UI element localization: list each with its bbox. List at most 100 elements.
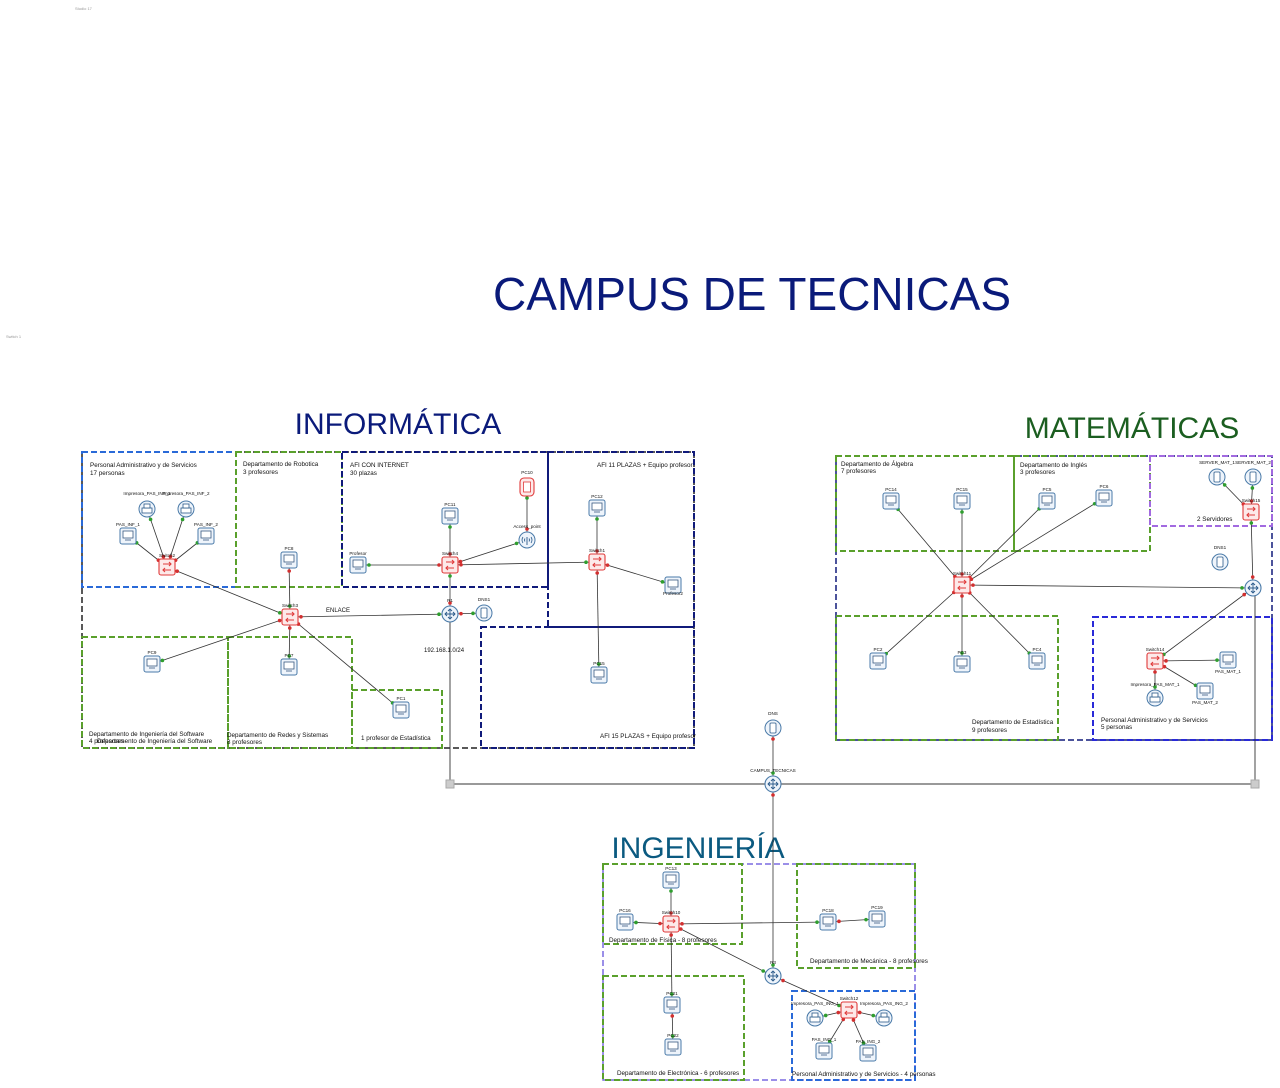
router-node[interactable] xyxy=(1244,579,1262,597)
zone-estadistica-mat xyxy=(835,615,1059,741)
zone-label: 9 profesores xyxy=(972,727,1007,734)
pc-node[interactable]: PC14 xyxy=(882,487,900,510)
switch-arrows-icon xyxy=(844,1004,854,1016)
link-endpoint-marker xyxy=(458,559,463,564)
pc-node[interactable]: PC8 xyxy=(280,546,298,569)
switch-node[interactable]: Switch1 xyxy=(588,548,606,571)
server-node[interactable]: DNS xyxy=(764,711,782,737)
pc-node[interactable]: PC12 xyxy=(588,494,606,517)
switch-node[interactable]: Switch12 xyxy=(840,996,859,1019)
pc-node[interactable]: PAS_ING_1 xyxy=(812,1037,837,1060)
pc-node[interactable]: Profesor xyxy=(349,551,367,574)
server-node[interactable]: SERVER_MAT_2 xyxy=(1235,460,1271,486)
tablet-node[interactable]: PC10 xyxy=(519,470,535,497)
monitor-icon xyxy=(593,669,605,678)
zone-label: 5 personas xyxy=(1101,724,1132,731)
pc-node[interactable]: PAS_MAT_1 xyxy=(1215,651,1241,674)
node-label: R1 xyxy=(447,598,453,603)
pc-node[interactable]: Profesor2 xyxy=(663,576,683,596)
node-layer: Impresora_PAS_INF_1Impresora_PAS_INF_2PA… xyxy=(116,460,1271,1062)
router-node[interactable]: CAMPUS_TECNICAS xyxy=(750,768,796,793)
link-endpoint-marker xyxy=(1242,592,1246,597)
printer-body-icon xyxy=(878,1016,890,1023)
link-endpoint-marker xyxy=(437,563,441,567)
link-endpoint-marker xyxy=(857,1010,862,1015)
link-endpoint-marker xyxy=(595,571,599,575)
router-arrows-icon xyxy=(767,970,779,982)
pc-node[interactable]: PC21 xyxy=(663,991,681,1014)
link-connector xyxy=(445,779,455,789)
router-node[interactable]: R3 xyxy=(764,960,782,985)
switch-node[interactable]: Switch15 xyxy=(1242,498,1261,521)
link-endpoint-marker xyxy=(815,920,819,924)
link-endpoint-marker xyxy=(288,604,292,608)
printer-node[interactable]: Impresora_PAS_INF_1 xyxy=(123,491,171,518)
network-link xyxy=(151,616,291,665)
switch-arrows-icon xyxy=(1150,655,1160,667)
link-endpoint-marker xyxy=(1249,499,1254,503)
pc-node[interactable]: PC15 xyxy=(590,661,608,684)
monitor-icon xyxy=(122,530,134,539)
printer-node[interactable]: Impresora_PAS_ING_1 xyxy=(791,1001,839,1027)
informatica-zones xyxy=(81,451,695,749)
pc-node[interactable]: PC1 xyxy=(392,696,410,719)
pc-node[interactable]: PC16 xyxy=(616,908,634,931)
pc-node[interactable]: PC13 xyxy=(662,866,680,889)
router-node[interactable]: R1 xyxy=(441,598,459,623)
pc-node[interactable]: PAS_ING_2 xyxy=(856,1039,881,1062)
monitor-icon xyxy=(822,916,834,925)
printer-node[interactable]: Impresora_PAS_INF_2 xyxy=(162,491,210,518)
switch-icon xyxy=(662,915,680,933)
pc-node[interactable]: PC3 xyxy=(953,650,971,673)
pc-node[interactable]: PC4 xyxy=(1028,647,1046,670)
zone-redes xyxy=(227,636,353,749)
switch-arrows-icon xyxy=(1246,506,1256,518)
switch-icon xyxy=(1242,503,1260,521)
switch-node[interactable]: Switch10 xyxy=(662,910,681,933)
pc-node[interactable]: PAS_INF_2 xyxy=(194,522,218,545)
pc-node[interactable]: PC22 xyxy=(664,1033,682,1056)
pc-node[interactable]: PAS_MAT_2 xyxy=(1192,682,1218,705)
node-label: PAS_INF_1 xyxy=(116,522,140,527)
switch-icon xyxy=(441,556,459,574)
printer-node[interactable]: Impresora_PAS_MAT_1 xyxy=(1130,682,1180,707)
switch-node[interactable]: Switch3 xyxy=(281,603,299,626)
link-endpoint-marker xyxy=(514,541,519,546)
ap-node[interactable]: Access_point xyxy=(513,524,541,549)
pc-node[interactable]: PAS_INF_1 xyxy=(116,522,140,545)
monitor-icon xyxy=(1222,654,1234,663)
pc-node[interactable]: PC19 xyxy=(868,905,886,928)
node-label: PC11 xyxy=(444,502,456,507)
pc-node[interactable]: PC6 xyxy=(1095,484,1113,507)
printer-node[interactable]: Impresora_PAS_ING_2 xyxy=(860,1001,908,1027)
zone-pas-matematicas xyxy=(1092,616,1273,741)
pc-node[interactable]: PC7 xyxy=(280,653,298,676)
server-node[interactable]: SERVER_MAT_1 xyxy=(1199,460,1235,486)
pc-node[interactable]: PC9 xyxy=(143,650,161,673)
network-link xyxy=(1154,587,1254,662)
link-endpoint-marker xyxy=(669,933,673,937)
pc-node[interactable]: PC11 xyxy=(441,502,459,525)
network-link xyxy=(961,497,1105,586)
monitor-icon xyxy=(591,502,603,511)
switch-node[interactable]: Switch4 xyxy=(441,551,459,574)
pc-node[interactable]: PC18 xyxy=(819,908,837,931)
switch-node[interactable]: Switch2 xyxy=(158,553,176,576)
switch-icon xyxy=(281,608,299,626)
node-label: SERVER_MAT_1 xyxy=(1199,460,1235,465)
server-node[interactable]: DNS1 xyxy=(475,597,493,622)
server-node[interactable]: DNS1 xyxy=(1211,545,1229,571)
node-label: PC16 xyxy=(619,908,631,913)
pc-node[interactable]: PC15 xyxy=(953,487,971,510)
switch-node[interactable]: Switch14 xyxy=(1146,647,1165,670)
switch-node[interactable]: Switch11 xyxy=(953,571,972,594)
printer-body-icon xyxy=(1149,696,1161,703)
node-label: PAS_INF_2 xyxy=(194,522,218,527)
switch-arrows-icon xyxy=(592,556,602,568)
monitor-icon xyxy=(956,658,968,667)
link-endpoint-marker xyxy=(448,601,452,605)
pc-node[interactable]: PC5 xyxy=(1038,487,1056,510)
node-label: DNS1 xyxy=(478,597,491,602)
pc-node[interactable]: PC2 xyxy=(869,647,887,670)
